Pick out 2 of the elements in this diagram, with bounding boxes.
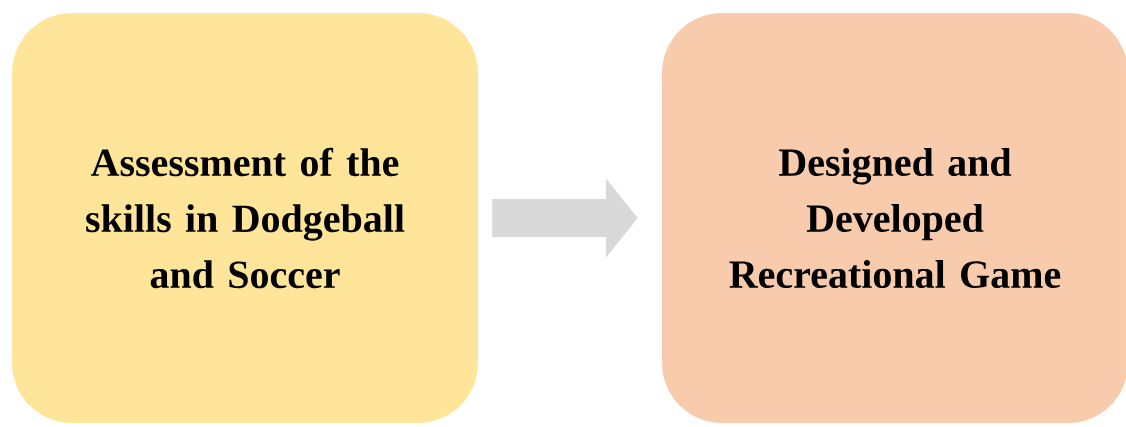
process-box: Assessment of the skills in Dodgeball and Soccer [12,13,478,423]
process-box: Designed and Developed Recreational Game [662,13,1126,423]
